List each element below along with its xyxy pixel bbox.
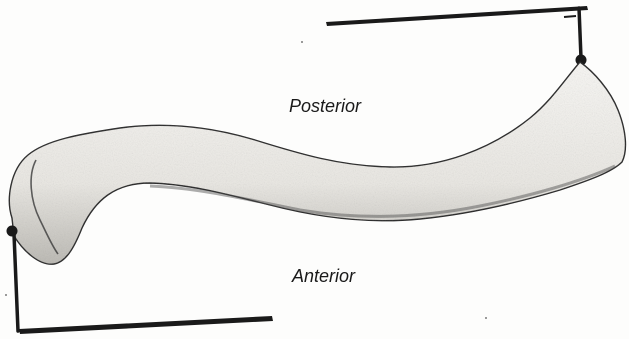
upper-bracket-vertical <box>579 8 581 58</box>
bone-stipple <box>9 62 625 264</box>
lower-bracket-line <box>19 316 273 334</box>
lower-bracket-vertical <box>14 234 18 331</box>
scan-speck <box>301 41 303 43</box>
posterior-label: Posterior <box>289 96 361 117</box>
upper-bracket-tick <box>564 16 576 17</box>
scan-speck <box>5 294 7 296</box>
anterior-label: Anterior <box>292 266 355 287</box>
scan-speck <box>485 317 487 319</box>
upper-bracket-line <box>326 6 588 26</box>
sternal-end-dot <box>7 226 18 237</box>
